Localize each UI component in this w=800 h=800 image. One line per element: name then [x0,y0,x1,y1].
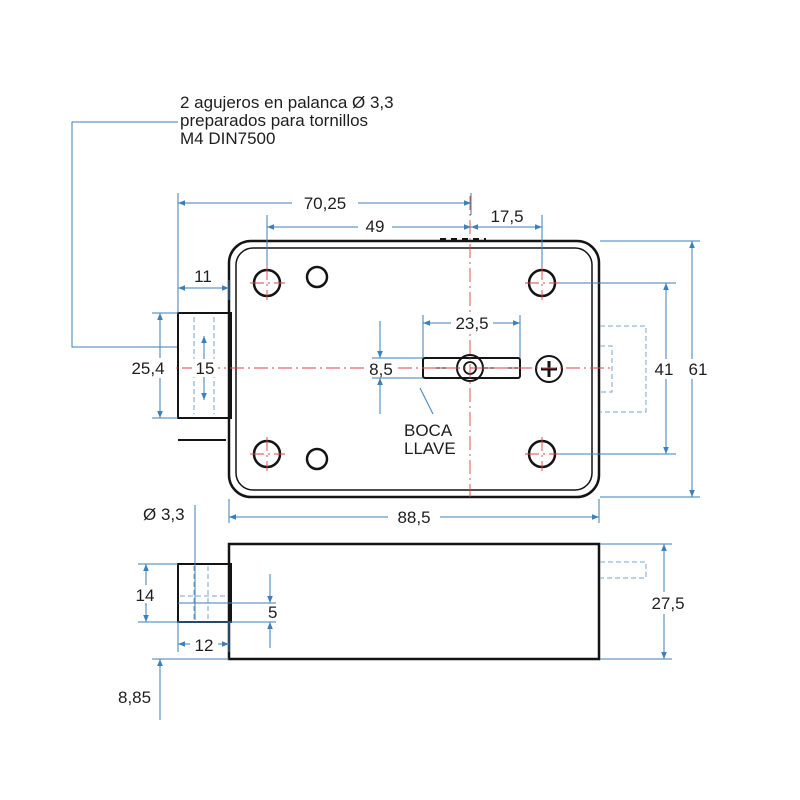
dim-label-key-slot-width: 23,5 [455,314,488,333]
dim-label-body-depth: 27,5 [651,594,684,613]
dim-label-body-width: 88,5 [397,508,430,527]
dimension-right-offset: 17,5 [471,207,542,230]
dimension-bolt-height-outer: 25,4 [122,312,178,419]
screw-outline [535,355,563,383]
dim-label-bolt-offset: 5 [268,603,277,622]
keyhole-callout: BOCA LLAVE [404,387,456,458]
keyhole-leader [419,387,434,415]
lock-body-inner [235,247,593,491]
dimension-pin-diameter: Ø 3,3 [143,505,196,620]
dimension-body-width: 88,5 [228,499,600,527]
dim-label-total-width: 70,25 [304,194,347,213]
dim-label-bolt-depth: 12 [195,636,214,655]
lock-body-outer [227,239,601,499]
dimension-bottom-offset: 8,85 [118,658,229,720]
side-feature-hidden [600,325,647,413]
dim-label-pin-diameter: Ø 3,3 [143,505,185,524]
dimension-bolt-length: 11 [178,267,230,300]
note-line-1: 2 agujeros en palanca Ø 3,3 [180,93,394,112]
note-annotation: 2 agujeros en palanca Ø 3,3 preparados p… [71,93,394,348]
bolt-side [177,563,232,623]
dimension-hole-spacing: 49 [266,215,543,266]
screw-head-icon [535,355,563,383]
front-view: 70,25 49 17,5 11 23,5 [122,192,714,527]
pin-hole [305,447,329,471]
lock-body-side [227,542,601,661]
dim-label-key-slot-height: 8,5 [369,360,393,379]
keyhole-label-line2: LLAVE [404,439,456,458]
dim-label-bolt-height-outer: 25,4 [131,359,164,378]
dimension-bolt-depth: 12 [177,622,230,655]
note-line-3: M4 DIN7500 [180,129,275,148]
dimension-bolt-thickness: 14 [130,563,178,623]
dim-label-hole-vertical-spacing: 41 [655,360,674,379]
side-view: Ø 3,3 14 5 12 [118,505,692,720]
dimension-body-depth: 27,5 [600,543,692,660]
dimension-key-slot-width: 23,5 [422,313,521,358]
dim-label-bottom-offset: 8,85 [118,688,151,707]
dimension-hole-vertical-spacing: 41 [559,282,680,455]
bolt-front [177,312,232,419]
dimension-key-slot-height: 8,5 [364,321,423,414]
dim-label-bolt-length: 11 [194,267,212,286]
dimension-body-height: 61 [600,240,714,498]
dim-label-hole-spacing: 49 [366,217,385,236]
keyhole-label-line1: BOCA [404,421,453,440]
dimension-total-width-top: 70,25 [177,192,472,313]
dim-label-body-height: 61 [689,360,708,379]
dimension-bolt-offset: 5 [178,574,277,648]
pin-hole [305,265,329,289]
dimension-bolt-height-inner: 15 [192,336,218,400]
side-feature-hidden [600,561,647,579]
dim-label-bolt-height-inner: 15 [196,359,215,378]
note-leader-line [71,121,178,348]
note-line-2: preparados para tornillos [180,111,368,130]
dim-label-bolt-thickness: 14 [136,586,155,605]
dim-label-right-offset: 17,5 [490,207,523,226]
